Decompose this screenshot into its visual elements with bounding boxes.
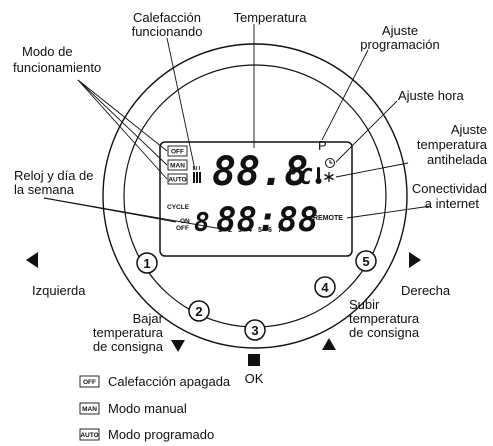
svg-text:Bajar: Bajar (133, 311, 164, 326)
cycle-indicator: CYCLE (167, 204, 190, 211)
mode-box-off: OFF (167, 145, 188, 157)
svg-text:MAN: MAN (170, 163, 185, 170)
svg-text:temperatura: temperatura (349, 311, 420, 326)
mode-box-auto: AUTO (167, 173, 188, 185)
button-5[interactable]: 5 (355, 250, 377, 272)
remote-indicator: REMOTE (313, 215, 343, 222)
svg-text:Calefacción: Calefacción (133, 10, 201, 25)
svg-text:a internet: a internet (425, 196, 480, 211)
svg-text:1: 1 (143, 256, 150, 271)
svg-text:4: 4 (321, 280, 329, 295)
legend-man: MAN Modo manual (79, 401, 187, 416)
callout-ajuste-programacion: Ajuste programación (360, 23, 440, 52)
svg-text:1: 1 (218, 227, 222, 234)
svg-text:programación: programación (360, 37, 440, 52)
callout-conectividad: Conectividad a internet (412, 181, 487, 211)
snowflake-icon (324, 172, 334, 182)
label-ok: OK (245, 371, 264, 386)
svg-text:AUTO: AUTO (168, 177, 186, 184)
button-3[interactable]: 3 (244, 319, 266, 341)
svg-text:antihelada: antihelada (427, 152, 488, 167)
svg-text:Modo manual: Modo manual (108, 401, 187, 416)
thermometer-icon (315, 167, 322, 184)
button-4[interactable]: 4 (314, 276, 336, 298)
svg-text:7: 7 (278, 227, 282, 234)
callout-modo: Modo de funcionamiento (13, 44, 101, 75)
left-arrow-icon (26, 252, 38, 268)
label-derecha: Derecha (401, 283, 451, 298)
svg-text:Subir: Subir (349, 297, 380, 312)
on-indicator: ON (180, 218, 190, 225)
callout-ajuste-hora: Ajuste hora (398, 88, 465, 103)
outer-ring (102, 43, 408, 349)
svg-text:Ajuste: Ajuste (451, 122, 487, 137)
svg-text:AUTO: AUTO (80, 432, 98, 439)
prog-indicator: P (318, 138, 327, 153)
down-arrow-icon (171, 340, 185, 352)
weekday-numbers: 1 2 3 4 5 6 7 (218, 227, 282, 234)
off-indicator: OFF (176, 225, 189, 232)
svg-text:Modo de: Modo de (22, 44, 73, 59)
svg-text:Modo programado: Modo programado (108, 427, 214, 442)
callout-temperatura: Temperatura (234, 10, 308, 25)
svg-text:5: 5 (258, 227, 262, 234)
heating-icon (192, 165, 201, 183)
svg-text:2: 2 (228, 227, 232, 234)
svg-text:funcionando: funcionando (132, 24, 203, 39)
svg-text:temperatura: temperatura (93, 325, 164, 340)
svg-text:Ajuste: Ajuste (382, 23, 418, 38)
svg-text:temperatura: temperatura (417, 137, 488, 152)
button-2[interactable]: 2 (188, 300, 210, 322)
svg-text:Calefacción apagada: Calefacción apagada (108, 374, 231, 389)
temperature-unit: °C (286, 165, 313, 190)
svg-text:la semana: la semana (14, 182, 75, 197)
callout-bajar: Bajar temperatura de consigna (93, 311, 164, 354)
label-izquierda: Izquierda (32, 283, 86, 298)
svg-text:6: 6 (268, 227, 272, 234)
svg-text:Reloj y día de: Reloj y día de (14, 168, 94, 183)
callout-subir: Subir temperatura de consigna (349, 297, 420, 340)
callout-calefaccion: Calefacción funcionando (132, 10, 203, 39)
clock-icon (325, 158, 335, 168)
svg-text:5: 5 (362, 254, 369, 269)
svg-text:OFF: OFF (83, 379, 96, 386)
callout-reloj: Reloj y día de la semana (14, 168, 94, 197)
svg-text:4: 4 (248, 227, 252, 234)
svg-text:de consigna: de consigna (93, 339, 164, 354)
svg-text:OFF: OFF (171, 149, 184, 156)
callout-lines (43, 24, 432, 230)
button-1[interactable]: 1 (136, 252, 158, 274)
svg-text:funcionamiento: funcionamiento (13, 60, 101, 75)
up-arrow-icon (322, 338, 336, 350)
clock-readout: 88:88 (216, 200, 318, 240)
legend-off: OFF Calefacción apagada (79, 374, 231, 389)
callout-antihelada: Ajuste temperatura antihelada (417, 122, 488, 167)
svg-text:3: 3 (238, 227, 242, 234)
lcd-display (159, 141, 353, 257)
svg-text:MAN: MAN (82, 406, 97, 413)
mode-box-man: MAN (167, 159, 188, 171)
right-arrow-icon (409, 252, 421, 268)
square-icon (248, 354, 260, 366)
legend-auto: AUTO Modo programado (79, 427, 214, 442)
svg-text:Conectividad: Conectividad (412, 181, 487, 196)
day-digit: 8 (194, 208, 210, 238)
svg-text:2: 2 (195, 304, 202, 319)
temperature-readout: 88.8 (212, 149, 308, 195)
svg-text:de consigna: de consigna (349, 325, 420, 340)
svg-text:3: 3 (251, 323, 258, 338)
